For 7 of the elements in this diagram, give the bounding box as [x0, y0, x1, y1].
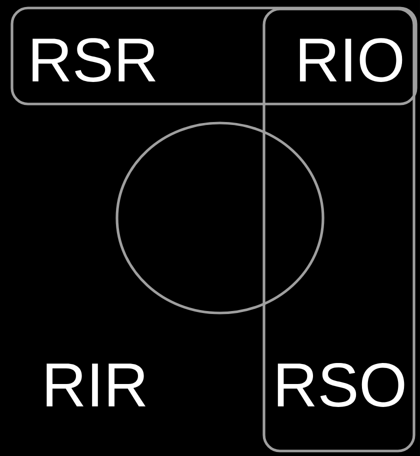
outline-circle	[116, 122, 324, 314]
outline-box	[262, 8, 416, 452]
outline-box	[10, 6, 418, 106]
big-label: RSR	[32, 38, 156, 82]
big-label: RIO	[300, 38, 402, 82]
big-label: RSO	[278, 363, 404, 407]
big-label: RIR	[46, 364, 146, 406]
